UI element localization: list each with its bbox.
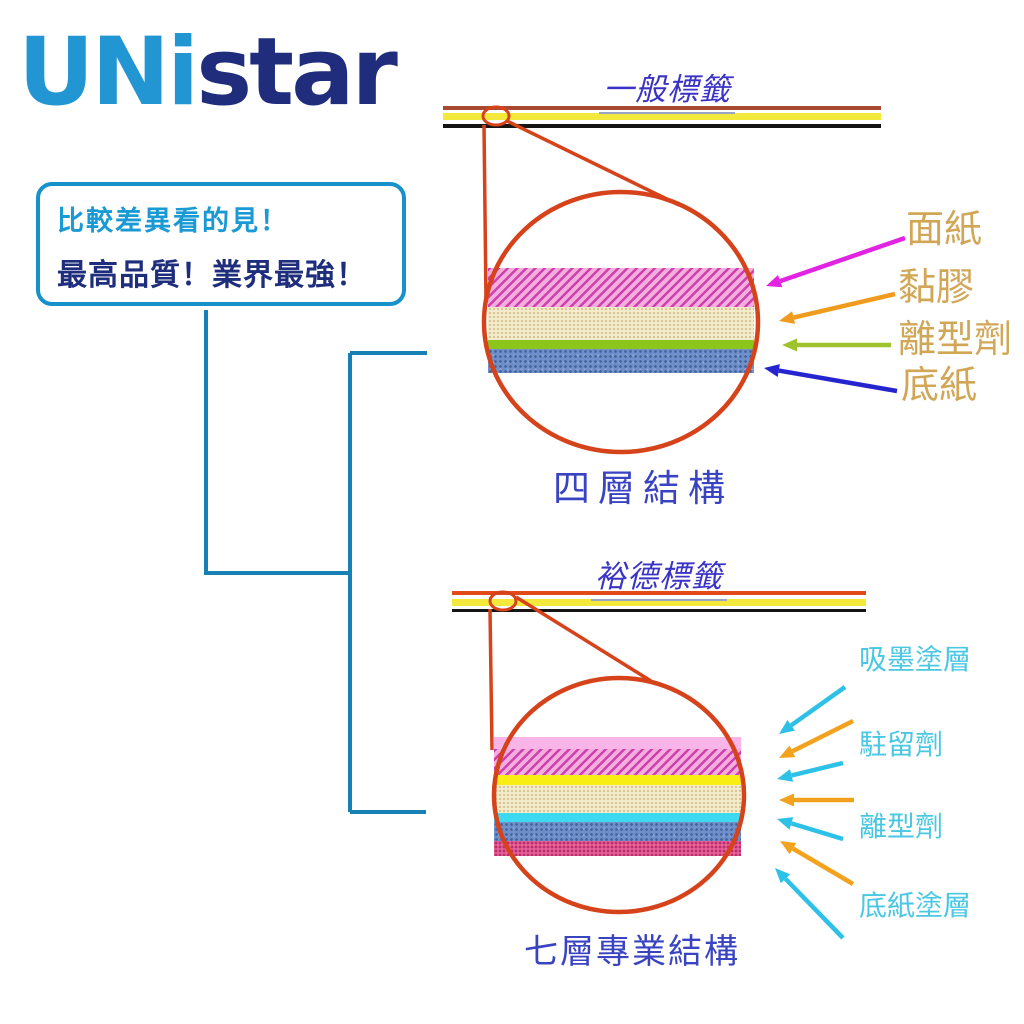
layer-arrow-line bbox=[789, 685, 847, 728]
slogan-line-2: 最高品質！業界最強！ bbox=[57, 258, 367, 293]
layer-arrow-line bbox=[778, 368, 898, 394]
bottom-layer-face-paper bbox=[494, 749, 741, 775]
layer-arrow-head bbox=[782, 338, 797, 352]
slogan-banner: 比較差異看的見！ 最高品質！業界最強！ bbox=[36, 182, 406, 306]
layer-arrow-head bbox=[779, 745, 796, 758]
bottom-label-bar-black-line bbox=[452, 609, 866, 612]
layer-arrow-head bbox=[779, 311, 796, 324]
layer-arrow-line bbox=[783, 877, 845, 940]
bottom-layer-release-agent bbox=[494, 813, 741, 822]
logo-star-text: star bbox=[196, 18, 398, 127]
top-label-bar-yellow-line bbox=[443, 113, 881, 120]
bottom-layer-ink-coating bbox=[494, 737, 741, 749]
top-magnifier-slant-line bbox=[506, 119, 680, 207]
bottom-layer-backing-coating bbox=[494, 841, 741, 856]
layer-arrow-head bbox=[777, 817, 794, 830]
layer-arrow-head bbox=[777, 769, 794, 782]
bottom-layer-adhesive bbox=[494, 785, 741, 813]
layer-arrow-line bbox=[791, 718, 855, 754]
top-label-adhesive: 黏膠 bbox=[898, 265, 975, 309]
layer-arrow-head bbox=[764, 364, 780, 377]
bottom-label-bar-red-line bbox=[452, 591, 866, 595]
bottom-structure-caption: 七層專業結構 bbox=[524, 932, 740, 972]
bottom-layer-backing-paper bbox=[494, 822, 741, 841]
unistar-logo: UNistar bbox=[18, 26, 398, 120]
layer-arrow-line bbox=[793, 291, 896, 320]
top-layer-face-paper bbox=[488, 268, 754, 307]
layer-arrow-head bbox=[780, 841, 797, 855]
bottom-label-ink-coating: 吸墨塗層 bbox=[859, 643, 972, 676]
bottom-label-bar-yellow-line bbox=[452, 599, 866, 606]
bottom-magnifier-left-line bbox=[488, 608, 494, 751]
layer-arrow-line bbox=[779, 235, 906, 284]
bottom-section-title: 裕德標籤 bbox=[591, 551, 727, 601]
layer-arrow-line bbox=[791, 760, 844, 778]
connector-bracket bbox=[204, 310, 427, 814]
layer-arrow-head bbox=[775, 868, 791, 884]
top-label-bar-black-line bbox=[443, 124, 881, 128]
top-structure-caption: 四層結構 bbox=[553, 467, 733, 510]
slogan-line-1: 比較差異看的見！ bbox=[57, 206, 289, 237]
logo-uni-text: UNi bbox=[18, 18, 199, 127]
top-magnifier-left-line bbox=[482, 124, 488, 301]
layer-arrow-head bbox=[779, 793, 794, 807]
layer-arrow-head bbox=[766, 274, 783, 288]
top-layer-adhesive bbox=[488, 307, 754, 340]
bottom-layer-retention-agent bbox=[494, 775, 741, 785]
top-label-bar-red-line bbox=[443, 106, 881, 110]
top-label-release-agent: 離型劑 bbox=[898, 317, 1013, 361]
top-layer-backing-paper bbox=[488, 349, 754, 373]
top-layer-release-agent bbox=[488, 340, 754, 349]
bottom-label-release-agent: 離型劑 bbox=[859, 810, 944, 843]
layer-arrow-head bbox=[779, 720, 795, 734]
top-label-face-paper: 面紙 bbox=[906, 207, 983, 251]
top-label-backing-paper: 底紙 bbox=[901, 363, 978, 407]
layer-arrow-line bbox=[790, 821, 844, 842]
bottom-label-backing-coating: 底紙塗層 bbox=[859, 889, 972, 922]
bottom-label-retention-agent: 駐留劑 bbox=[859, 728, 944, 761]
layer-arrow-line bbox=[791, 846, 855, 886]
top-section-title: 一般標籤 bbox=[599, 64, 735, 114]
